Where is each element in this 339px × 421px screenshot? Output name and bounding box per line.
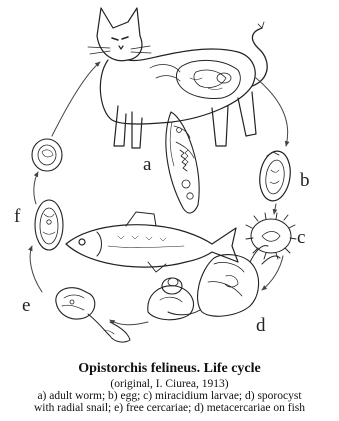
fish-host-illustration [66, 212, 238, 272]
cycle-arrows [30, 62, 288, 325]
miracidium-illustration [246, 213, 296, 259]
arrow-cyst-to-cat [52, 62, 100, 136]
caption-title: Opistorchis felineus. Life cycle [0, 362, 339, 377]
egg-illustration [257, 149, 294, 203]
cyst-illustration [32, 139, 62, 171]
adult-worm-illustration [166, 112, 199, 213]
arrow-snail-to-cercaria [110, 320, 148, 325]
caption-legend-line-1: a) adult worm; b) egg; c) miracidium lar… [0, 390, 339, 402]
label-f: f [14, 206, 21, 227]
label-a: a [143, 154, 152, 175]
label-d: d [256, 315, 266, 336]
label-b: b [300, 170, 310, 191]
cercaria-illustration [56, 288, 130, 342]
arrow-cat-to-egg [256, 78, 288, 146]
snail-sporocyst-illustration [148, 246, 280, 320]
label-e: e [22, 295, 30, 316]
label-c: c [297, 227, 305, 248]
caption-legend-line-2: with radial snail; e) free cercariae; d)… [0, 402, 339, 414]
arrow-cercaria-to-fish [30, 246, 42, 292]
caption-source: (original, I. Ciurea, 1913) [0, 378, 339, 390]
arrow-egg-to-miracidium [274, 204, 276, 214]
metacercaria-illustration [35, 200, 63, 250]
arrow-fish-to-cyst [34, 172, 38, 204]
cat-liver-cutaway [176, 60, 240, 98]
